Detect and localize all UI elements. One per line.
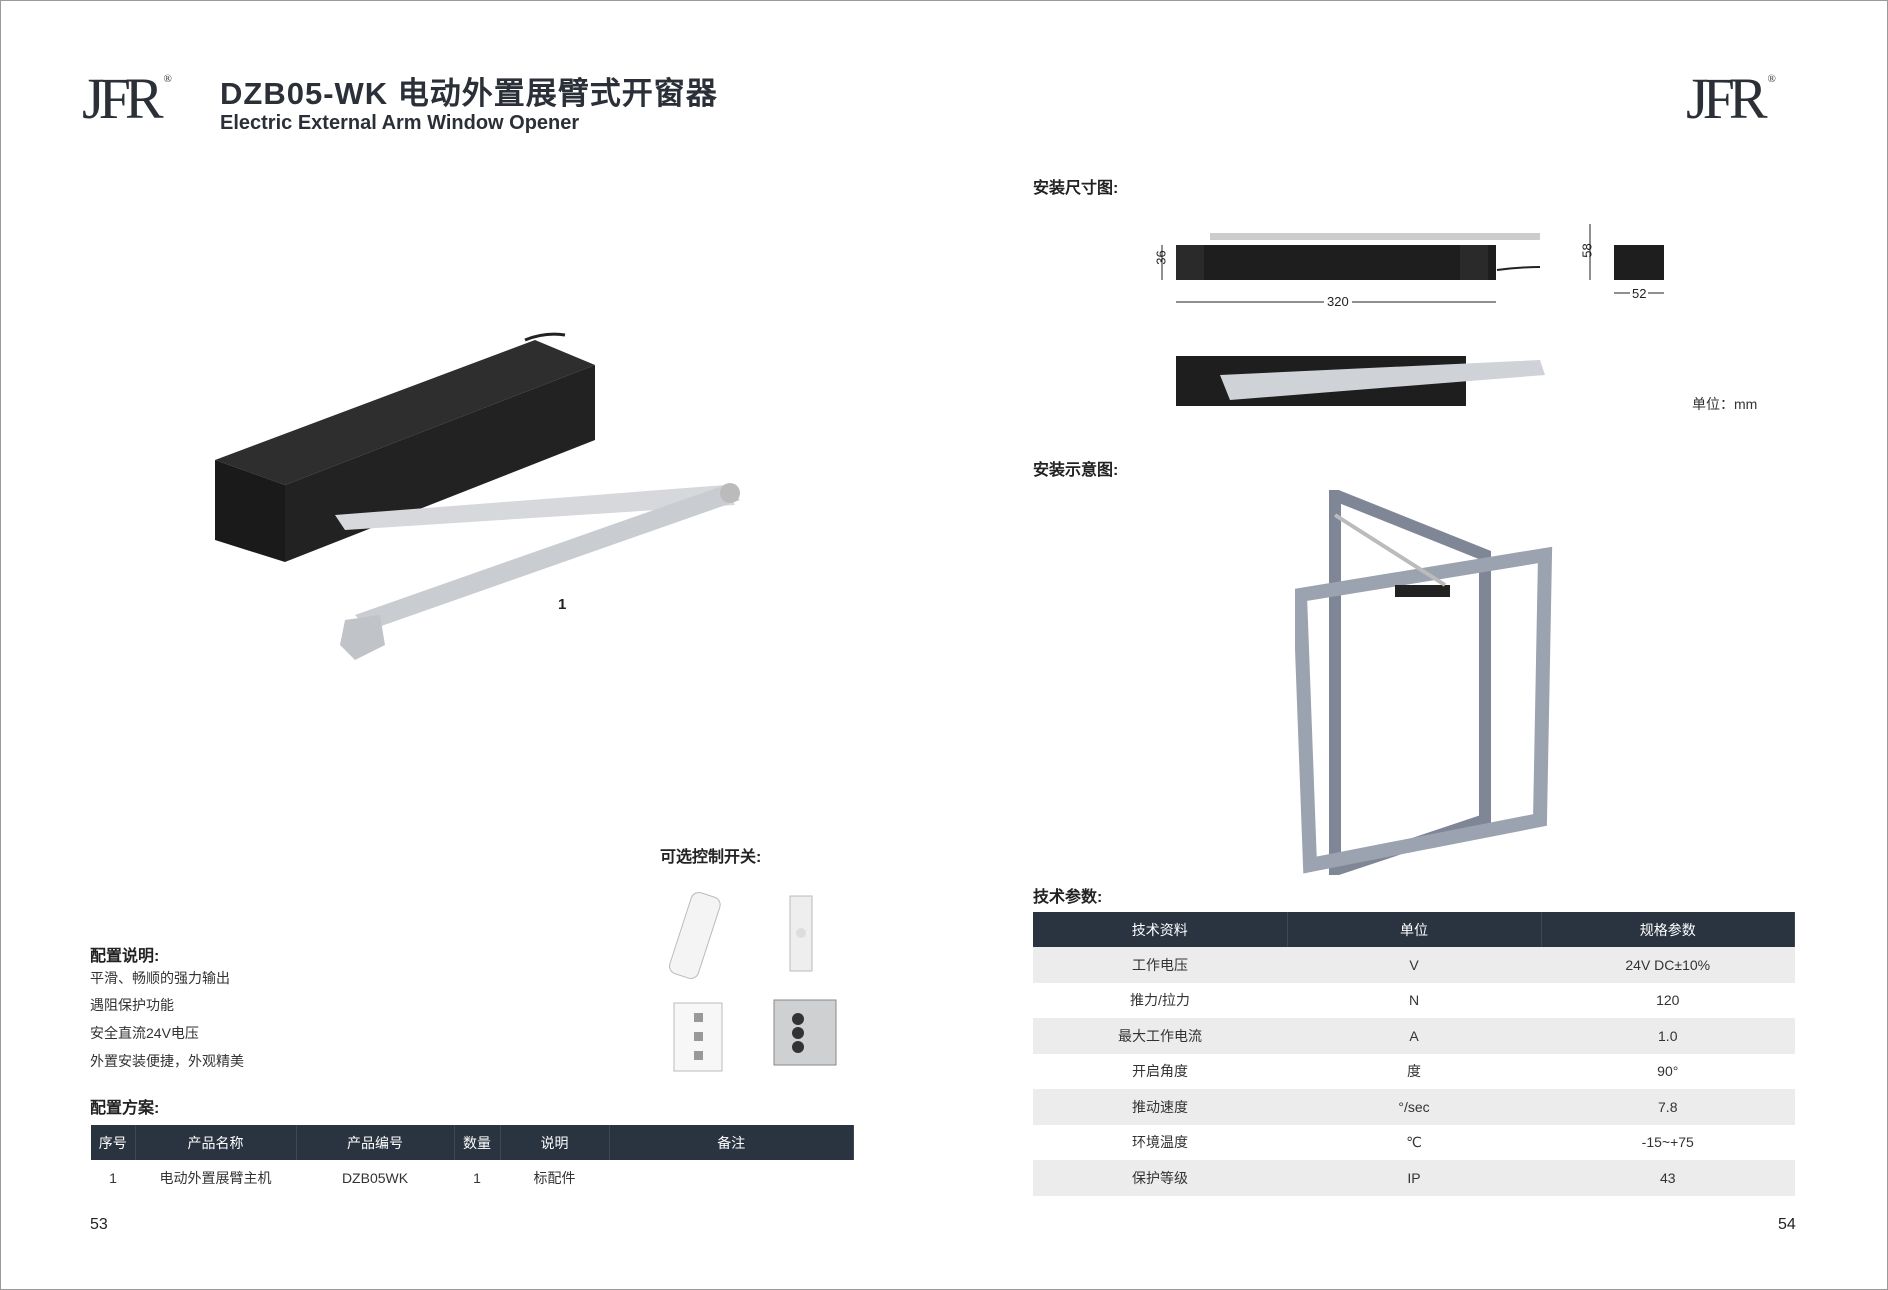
column-header: 规格参数	[1541, 912, 1795, 947]
table-cell: 工作电压	[1033, 947, 1287, 983]
dim-width: 52	[1630, 286, 1649, 301]
table-cell: A	[1287, 1018, 1541, 1054]
table-cell: 推力/拉力	[1130, 992, 1190, 1009]
column-header: 技术资料	[1033, 912, 1288, 947]
wall-switch-icon	[673, 1002, 723, 1072]
column-header: 单位	[1287, 912, 1542, 947]
table-cell: 开启角度	[1132, 1063, 1188, 1080]
table-cell: 120	[1656, 992, 1680, 1009]
install-heading: 安装示意图:	[1033, 462, 1119, 479]
control-switches-image	[669, 892, 837, 1072]
brand-logo-left: JFR®	[82, 66, 172, 131]
config-desc-item: 安全直流24V电压	[90, 1025, 199, 1041]
config-desc-heading: 配置说明:	[90, 948, 160, 965]
column-header: 产品名称	[135, 1125, 297, 1160]
dims-heading: 安装尺寸图:	[1033, 180, 1119, 197]
page-subtitle: Electric External Arm Window Opener	[220, 112, 580, 134]
config-desc-item: 外置安装便捷，外观精美	[90, 1053, 244, 1069]
table-row: 开启角度 度 90°	[1033, 1054, 1795, 1090]
table-cell: V	[1287, 947, 1541, 983]
table-row: 1 电动外置展臂主机 DZB05WK 1 标配件	[91, 1160, 854, 1196]
table-cell: 最大工作电流	[1033, 1018, 1287, 1054]
table-cell: IP	[1287, 1160, 1541, 1196]
spec-heading: 技术参数:	[1033, 889, 1103, 906]
column-header: 产品编号	[296, 1125, 455, 1160]
table-cell: 43	[1541, 1160, 1795, 1196]
config-desc-item: 遇阻保护功能	[90, 997, 174, 1013]
actuator-product-image	[215, 332, 740, 660]
brand-logo-right: JFR®	[1686, 66, 1776, 131]
installation-window-image	[1295, 490, 1553, 875]
table-cell: °/sec	[1287, 1089, 1541, 1125]
table-cell: ℃	[1406, 1133, 1422, 1150]
table-cell: 环境温度	[1132, 1134, 1188, 1151]
table-cell: 1	[109, 1169, 117, 1186]
table-cell: N	[1408, 992, 1420, 1009]
table-cell: DZB05WK	[341, 1169, 409, 1186]
page-title: DZB05-WK 电动外置展臂式开窗器	[220, 76, 718, 111]
dim-total-height: 58	[1579, 243, 1595, 258]
table-cell: 7.8	[1541, 1089, 1795, 1125]
table-cell	[609, 1160, 854, 1196]
table-cell: 度	[1407, 1063, 1421, 1080]
table-cell: 推动速度	[1033, 1089, 1287, 1125]
dimension-drawing	[1161, 224, 1664, 406]
switches-heading: 可选控制开关:	[660, 849, 762, 866]
table-cell: -15~+75	[1641, 1134, 1694, 1151]
config-desc-item: 平滑、畅顺的强力输出	[90, 970, 230, 986]
column-header: 备注	[609, 1125, 854, 1160]
column-header: 序号	[91, 1125, 136, 1160]
table-row: 环境温度 ℃ -15~+75	[1033, 1125, 1795, 1161]
unit-note: 单位：mm	[1692, 396, 1758, 412]
table-cell: 标配件	[533, 1169, 576, 1186]
config-plan-table: 序号 产品名称 产品编号 数量 说明 备注 1 电动外置展臂主机 DZB05WK…	[91, 1125, 854, 1196]
config-plan-heading: 配置方案:	[90, 1100, 160, 1117]
surface-switch-box-icon	[773, 999, 837, 1066]
page-number-left: 53	[90, 1216, 108, 1233]
page-number-right: 54	[1778, 1216, 1796, 1233]
table-cell: 1.0	[1541, 1018, 1795, 1054]
dim-length: 320	[1324, 294, 1352, 309]
dim-height: 36	[1153, 250, 1169, 265]
table-header-row: 技术资料 单位 规格参数	[1033, 912, 1795, 947]
key-switch-icon	[789, 895, 813, 972]
column-header: 数量	[454, 1125, 501, 1160]
remote-control-icon	[669, 892, 721, 979]
table-header-row: 序号 产品名称 产品编号 数量 说明 备注	[91, 1125, 854, 1160]
table-cell: 1	[473, 1169, 481, 1186]
table-row: 推力/拉力 N 120	[1033, 983, 1795, 1019]
table-cell: 保护等级	[1033, 1160, 1287, 1196]
column-header: 说明	[500, 1125, 610, 1160]
table-cell: 24V DC±10%	[1541, 947, 1795, 983]
table-cell: 电动外置展臂主机	[159, 1169, 272, 1186]
product-label: 1	[558, 596, 567, 613]
table-cell: 90°	[1657, 1063, 1679, 1080]
